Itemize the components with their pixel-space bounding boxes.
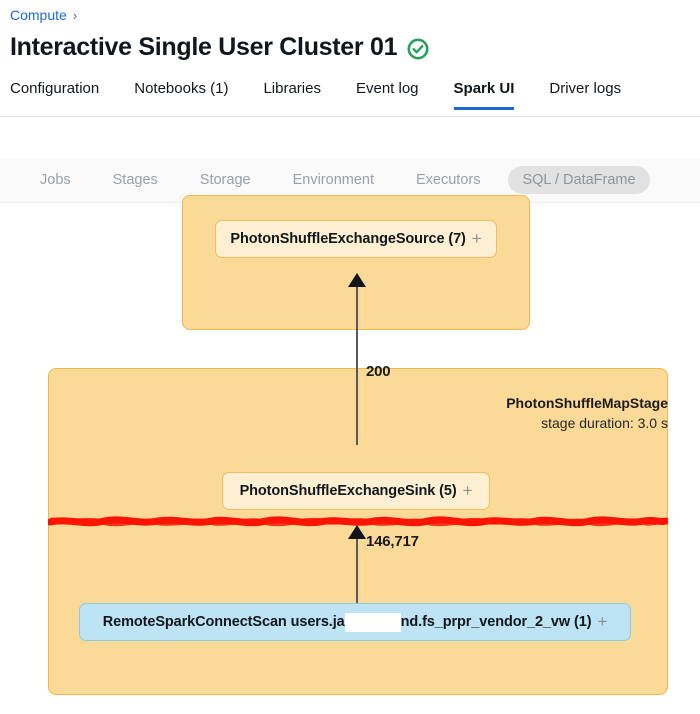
node-scan-label-prefix: RemoteSparkConnectScan users.ja (102, 614, 345, 630)
tab-configuration[interactable]: Configuration (10, 80, 100, 97)
edge-arrowhead-top (348, 273, 366, 287)
tab-libraries[interactable]: Libraries (263, 80, 321, 97)
stage-label-block: PhotonShuffleMapStage stage duration: 3.… (506, 394, 668, 434)
stage-duration: stage duration: 3.0 s (541, 415, 668, 431)
title-row: Interactive Single User Cluster 01 (10, 32, 429, 62)
edge-label-rows-200: 200 (366, 363, 391, 380)
node-photon-shuffle-exchange-sink[interactable]: PhotonShuffleExchangeSink (5) + (222, 472, 490, 510)
node-photon-shuffle-exchange-source[interactable]: PhotonShuffleExchangeSource (7) + (215, 220, 497, 258)
redaction-scribble-line (48, 515, 668, 528)
expand-plus-icon[interactable]: + (471, 229, 482, 248)
tab-driver-logs[interactable]: Driver logs (549, 80, 622, 97)
node-remote-spark-connect-scan[interactable]: RemoteSparkConnectScan users.ja nd.fs_pr… (79, 603, 631, 641)
node-scan-label-suffix: nd.fs_prpr_vendor_2_vw (1) (400, 614, 592, 630)
edge-line-scan-to-sink (356, 537, 358, 603)
breadcrumb: Compute › (10, 7, 77, 23)
subtab-stages[interactable]: Stages (112, 172, 158, 188)
expand-plus-icon[interactable]: + (597, 612, 608, 631)
edge-line-sink-to-source (356, 285, 358, 445)
stage-name: PhotonShuffleMapStage (506, 395, 668, 411)
edge-arrowhead-bottom (348, 525, 366, 539)
cluster-tabs: Configuration Notebooks (1) Libraries Ev… (10, 80, 700, 110)
subtab-jobs[interactable]: Jobs (40, 172, 71, 188)
breadcrumb-link-compute[interactable]: Compute (10, 7, 67, 23)
check-circle-icon (407, 38, 429, 60)
query-plan-graph: PhotonShuffleMapStage stage duration: 3.… (0, 195, 700, 714)
redaction-block (344, 612, 401, 632)
subtab-executors[interactable]: Executors (416, 172, 481, 188)
expand-plus-icon[interactable]: + (462, 481, 473, 500)
tabs-divider (0, 116, 700, 117)
subtab-sql-dataframe[interactable]: SQL / DataFrame (508, 166, 650, 194)
page-title: Interactive Single User Cluster 01 (10, 33, 398, 61)
edge-label-rows-146717: 146,717 (366, 533, 419, 550)
breadcrumb-separator-icon: › (72, 7, 78, 23)
node-sink-label: PhotonShuffleExchangeSink (5) (239, 483, 457, 499)
tab-spark-ui[interactable]: Spark UI (453, 80, 515, 110)
tab-event-log[interactable]: Event log (355, 80, 419, 97)
tab-notebooks[interactable]: Notebooks (1) (134, 80, 229, 97)
subtab-storage[interactable]: Storage (199, 172, 251, 188)
node-source-label: PhotonShuffleExchangeSource (7) (230, 231, 466, 247)
subtab-environment[interactable]: Environment (292, 172, 374, 188)
